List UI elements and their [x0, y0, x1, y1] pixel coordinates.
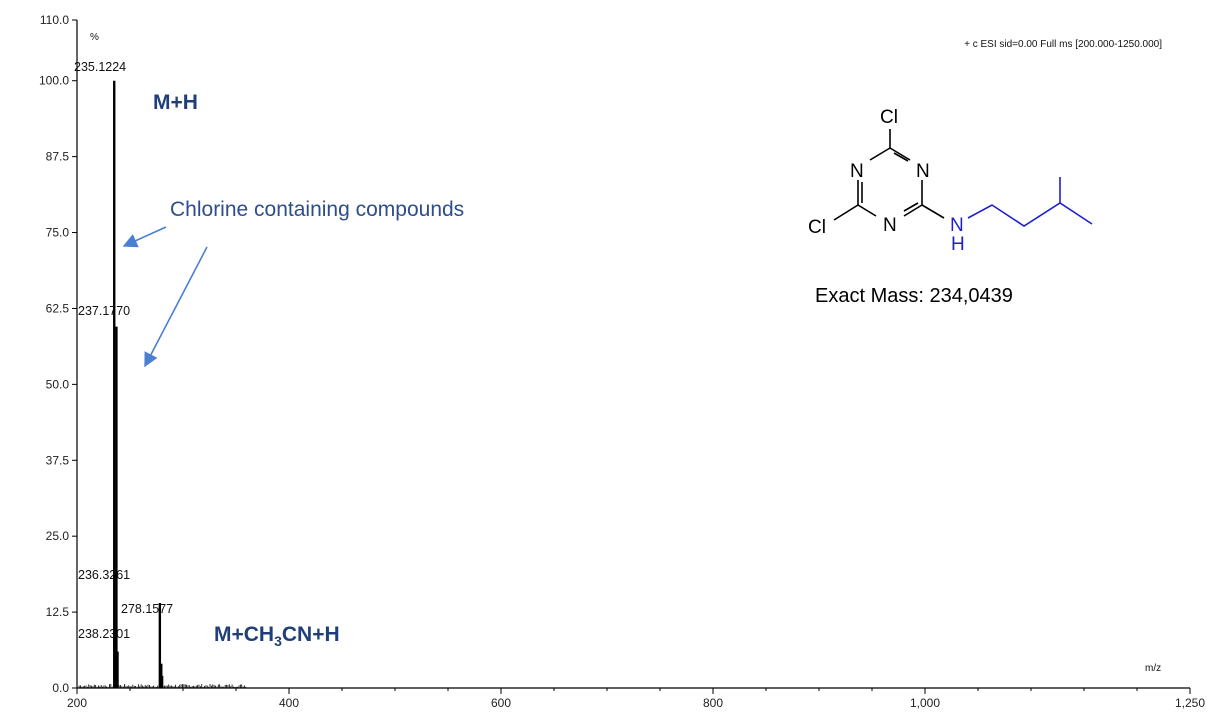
x-tick-label: 600	[491, 696, 511, 710]
y-tick-label: 62.5	[46, 301, 70, 315]
y-ticks: 0.0 12.5 25.0 37.5 50.0 62.5 75.0 87.5 100.0 110.…	[39, 13, 77, 695]
atom-n-right: N	[916, 161, 930, 182]
y-tick-label: 12.5	[46, 605, 70, 619]
peak-label-237: 237.1770	[78, 304, 130, 318]
x-tick-label: 1,000	[910, 696, 940, 710]
arrow-to-237	[144, 246, 208, 368]
peak-label-238: 238.2301	[78, 627, 130, 641]
molecule-structure: Cl N N Cl N N H	[808, 107, 1093, 255]
x-unit-label: m/z	[1145, 663, 1161, 674]
annotation-mh: M+H	[153, 91, 198, 114]
peak-label-235: 235.1224	[74, 60, 126, 74]
baseline-noise	[78, 684, 247, 688]
x-tick-label: 400	[279, 696, 299, 710]
y-tick-label: 100.0	[39, 74, 69, 88]
peak-label-278: 278.1577	[121, 602, 173, 616]
y-tick-label: 0.0	[52, 681, 69, 695]
y-tick-label: 25.0	[46, 529, 70, 543]
atom-cl-top: Cl	[880, 107, 898, 128]
x-tick-label: 1,250	[1175, 696, 1205, 710]
peaks	[113, 80, 164, 688]
y-tick-label: 50.0	[46, 377, 70, 391]
adduct-prefix: M+CH	[214, 623, 274, 646]
y-unit-label: %	[90, 32, 99, 43]
atom-cl-left: Cl	[808, 217, 826, 238]
atom-nh-n: N	[950, 215, 964, 236]
adduct-subscript: 3	[274, 633, 282, 649]
atom-n-bottom: N	[883, 215, 897, 236]
y-tick-label: 87.5	[46, 150, 70, 164]
atom-n-left: N	[850, 161, 864, 182]
exact-mass: Exact Mass: 234,0439	[815, 285, 1013, 307]
y-tick-label: 37.5	[46, 453, 70, 467]
y-tick-label: 75.0	[46, 226, 70, 240]
x-ticks: 200 400 600 800 1,000 1,250	[67, 688, 1205, 710]
x-tick-label: 200	[67, 696, 87, 710]
x-tick-label: 800	[703, 696, 723, 710]
annotation-chlorine: Chlorine containing compounds	[170, 198, 464, 221]
scan-info: + c ESI sid=0.00 Full ms [200.000-1250.0…	[964, 39, 1162, 50]
atom-nh-h: H	[951, 234, 965, 255]
annotation-adduct: M+CH3CN+H	[214, 623, 340, 649]
y-tick-label: 110.0	[40, 13, 69, 27]
peak-label-236: 236.3261	[78, 568, 130, 582]
adduct-suffix: CN+H	[282, 623, 340, 646]
arrow-to-235	[122, 226, 167, 248]
